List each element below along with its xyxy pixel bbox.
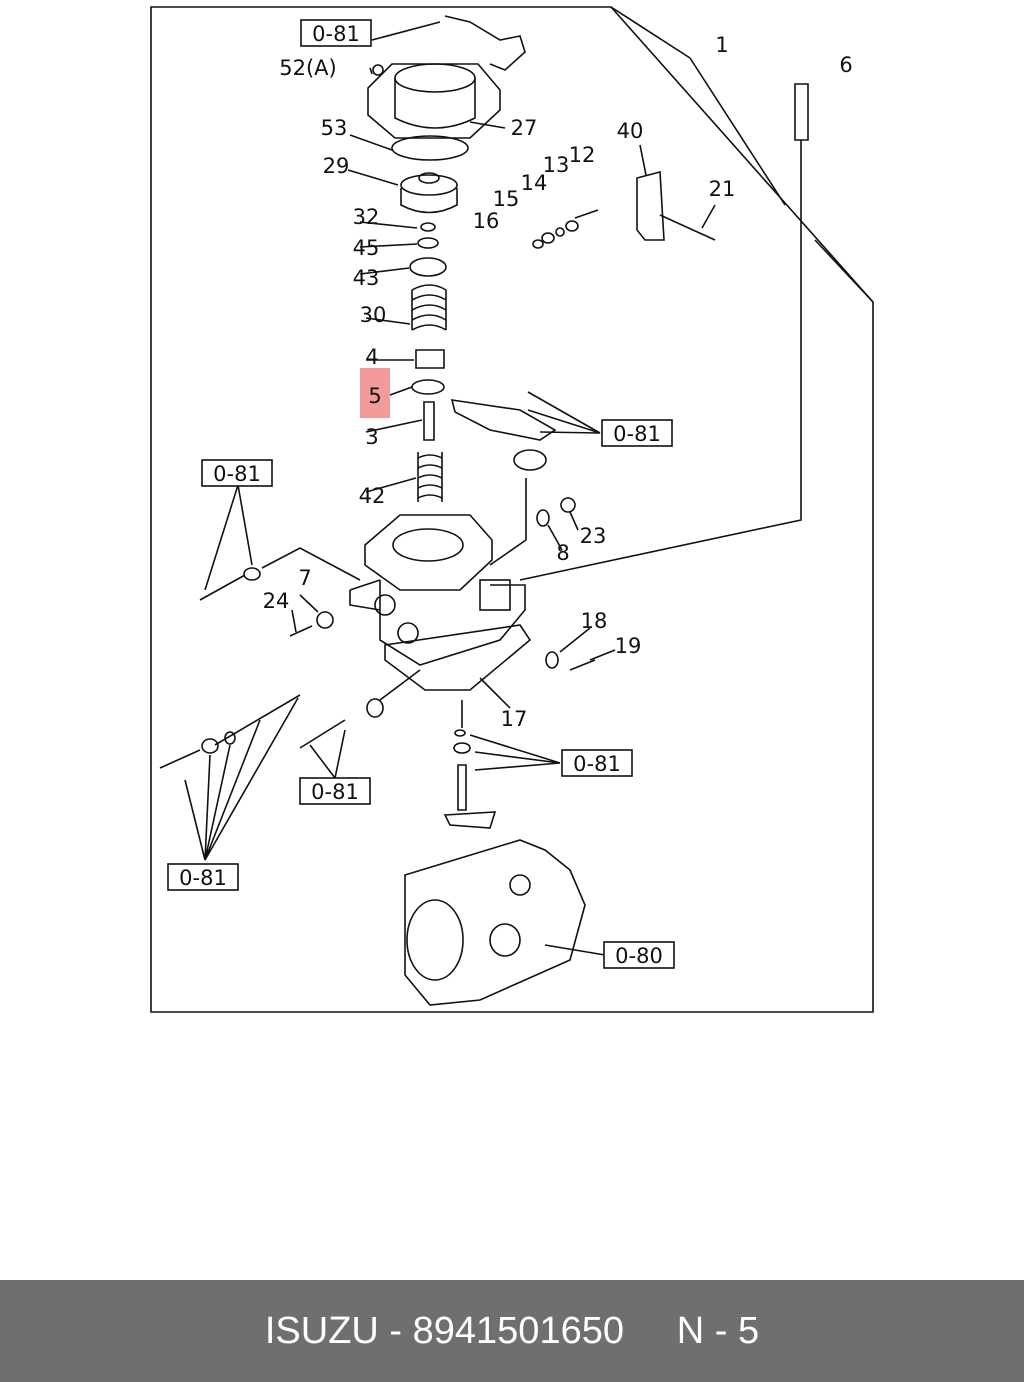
part-label-23: 23 bbox=[580, 524, 607, 548]
reference-box-frame bbox=[601, 419, 673, 447]
reference-box-label: 0-81 bbox=[613, 422, 661, 446]
part-label-16: 16 bbox=[473, 209, 500, 233]
part-label-24: 24 bbox=[263, 589, 290, 613]
part-label-12: 12 bbox=[569, 143, 596, 167]
linkage-plate bbox=[450, 399, 557, 441]
pin-lower bbox=[457, 764, 467, 811]
solenoid-assembly bbox=[159, 694, 301, 769]
diagram-frame bbox=[150, 6, 874, 1013]
part-label-19: 19 bbox=[615, 634, 642, 658]
footer-bar: ISUZU - 8941501650 N - 5 bbox=[0, 1280, 1024, 1382]
pin-part-21 bbox=[659, 214, 716, 241]
bolt-leader bbox=[519, 140, 802, 581]
cover-part-27 bbox=[367, 15, 526, 161]
reference-box: 0-81 bbox=[601, 419, 673, 447]
part-label-4: 4 bbox=[365, 345, 378, 369]
spring-part-42 bbox=[417, 452, 443, 502]
part-label-7: 7 bbox=[298, 566, 311, 590]
spring-part-30 bbox=[411, 284, 447, 331]
spring-clip bbox=[513, 449, 547, 471]
part-label-27: 27 bbox=[511, 116, 538, 140]
nut-part-13 bbox=[565, 220, 579, 232]
part-label-5: 5 bbox=[368, 384, 381, 408]
screw-part-12 bbox=[574, 209, 599, 219]
fitting-lower bbox=[299, 719, 346, 749]
bolt-part-6 bbox=[794, 83, 809, 141]
part-label-29: 29 bbox=[323, 154, 350, 178]
reference-box-frame bbox=[300, 19, 372, 47]
reference-box-label: 0-81 bbox=[312, 22, 360, 46]
part-label-45: 45 bbox=[353, 236, 380, 260]
exploded-parts-diagram: 1652(A)532740131214151621293245433045342… bbox=[150, 6, 874, 1013]
washer-part-32 bbox=[420, 222, 436, 232]
reference-box-label: 0-81 bbox=[213, 462, 261, 486]
washer-part-43 bbox=[409, 257, 447, 277]
part-label-15: 15 bbox=[493, 187, 520, 211]
reference-box: 0-81 bbox=[300, 19, 372, 47]
part-label-18: 18 bbox=[581, 609, 608, 633]
reference-box-frame bbox=[299, 777, 371, 805]
footer-part-number: 8941501650 bbox=[412, 1309, 624, 1352]
part-label-1: 1 bbox=[715, 33, 728, 57]
part-label-8: 8 bbox=[556, 541, 569, 565]
footer-gap bbox=[624, 1310, 677, 1353]
washer-part-14 bbox=[555, 227, 565, 237]
reference-box: 0-81 bbox=[167, 863, 239, 891]
washer-part-5 bbox=[411, 379, 445, 395]
nut-part-15 bbox=[541, 232, 555, 244]
reference-box: 0-81 bbox=[561, 749, 633, 777]
nut-part-4 bbox=[415, 349, 445, 369]
washer-part-16 bbox=[532, 239, 544, 249]
footer-brand: ISUZU bbox=[264, 1309, 379, 1352]
footer-page: N - 5 bbox=[676, 1309, 760, 1352]
reference-box-label: 0-80 bbox=[615, 944, 663, 968]
bushing-part-7 bbox=[316, 611, 334, 629]
reference-box: 0-81 bbox=[201, 459, 273, 487]
part-label-13: 13 bbox=[543, 153, 570, 177]
diaphragm-part-29 bbox=[400, 172, 458, 214]
part-label-6: 6 bbox=[839, 53, 852, 77]
reference-box: 0-80 bbox=[603, 941, 675, 969]
part-label-17: 17 bbox=[501, 707, 528, 731]
highlight-part-5 bbox=[360, 368, 390, 418]
reference-box-label: 0-81 bbox=[311, 780, 359, 804]
lever-part-40 bbox=[636, 170, 665, 241]
part-label-43: 43 bbox=[353, 266, 380, 290]
bolt-left bbox=[199, 574, 246, 601]
reference-box-frame bbox=[201, 459, 273, 487]
part-label-14: 14 bbox=[521, 171, 548, 195]
reference-box-frame bbox=[561, 749, 633, 777]
part-label-40: 40 bbox=[617, 119, 644, 143]
part-label-21: 21 bbox=[709, 177, 736, 201]
reference-box-frame bbox=[167, 863, 239, 891]
fitting-part-24 bbox=[289, 625, 313, 637]
footer-separator: - bbox=[378, 1309, 413, 1352]
pin-part-3 bbox=[423, 401, 435, 441]
part-label-32: 32 bbox=[353, 205, 380, 229]
washer-part-8 bbox=[536, 509, 550, 527]
part-label-30: 30 bbox=[360, 303, 387, 327]
part-label-42: 42 bbox=[359, 484, 386, 508]
part-label-3: 3 bbox=[365, 425, 378, 449]
reference-box: 0-81 bbox=[299, 777, 371, 805]
screw-part-19 bbox=[569, 659, 596, 671]
washer-part-18 bbox=[545, 651, 559, 669]
part-label-53: 53 bbox=[321, 116, 348, 140]
reference-box-frame bbox=[603, 941, 675, 969]
reference-box-label: 0-81 bbox=[573, 752, 621, 776]
pump-housing bbox=[404, 839, 586, 1006]
part-label-52: 52(A) bbox=[279, 56, 336, 80]
nut-left bbox=[243, 567, 261, 581]
pump-body bbox=[349, 514, 532, 691]
washer-part-45 bbox=[417, 237, 439, 249]
reference-box-label: 0-81 bbox=[179, 866, 227, 890]
bolt-part-23 bbox=[560, 497, 576, 513]
